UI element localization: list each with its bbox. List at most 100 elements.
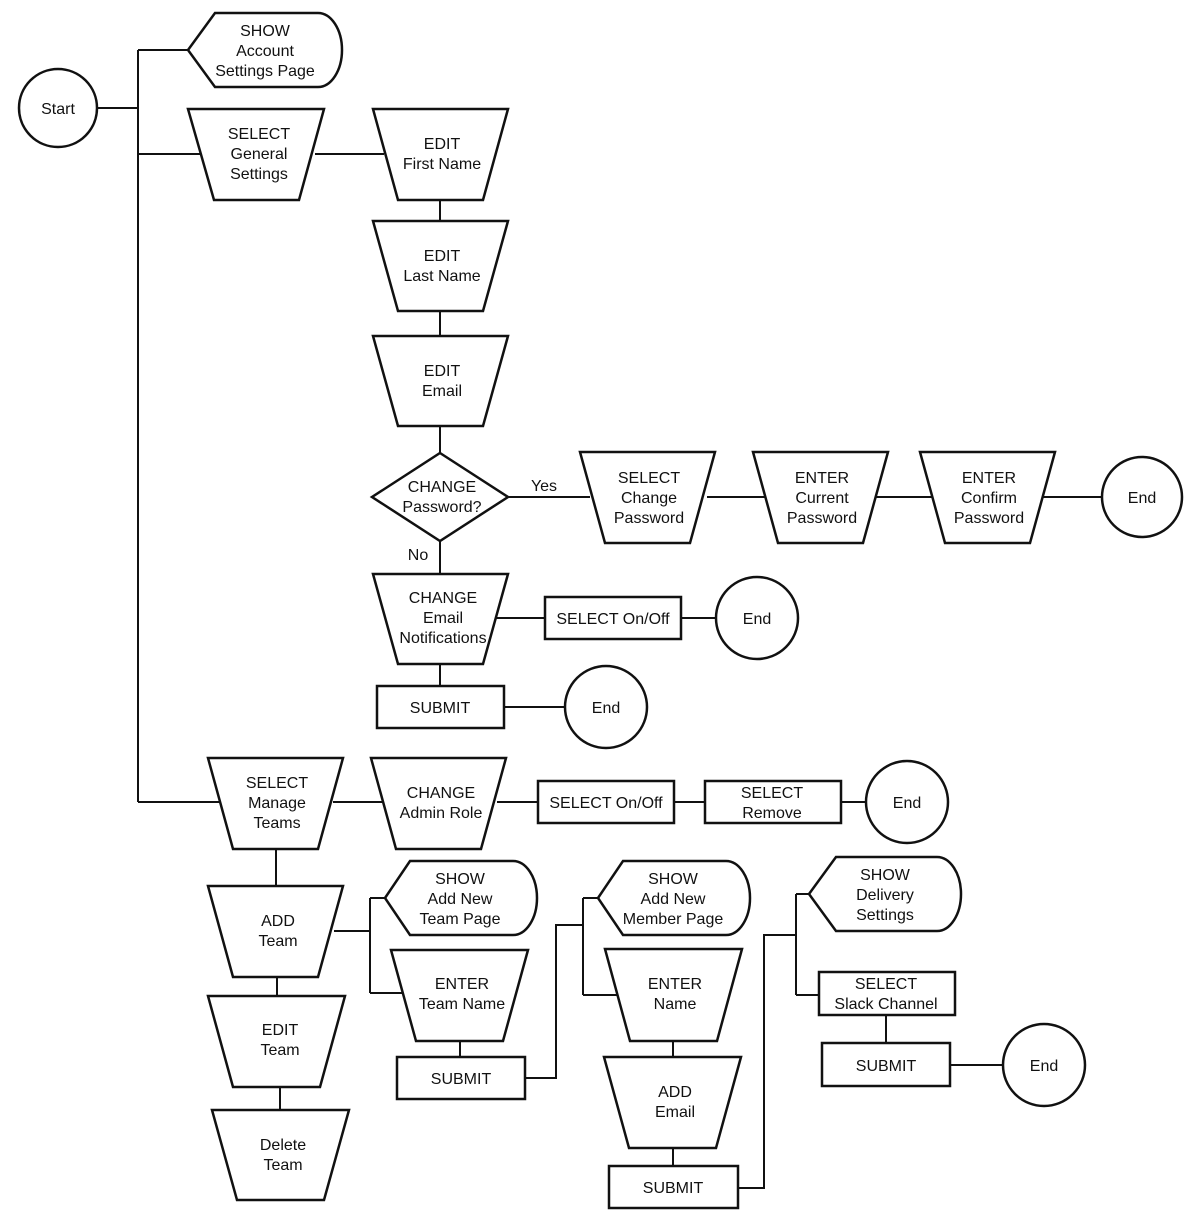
node-label-line: EDIT [424, 136, 461, 153]
end-terminal-admin [864, 759, 950, 845]
node-label-submit-delivery: SUBMIT [856, 1058, 917, 1075]
node-label-line: Email [422, 383, 462, 400]
node-label-line: Settings [856, 907, 914, 924]
node-label-line: SELECT [246, 775, 308, 792]
delete-team-shape [210, 1108, 351, 1202]
node-label-line: Notifications [399, 630, 486, 647]
node-label-line: General [231, 146, 288, 163]
end-terminal-delivery [1001, 1022, 1087, 1108]
node-label-end-admin: End [893, 795, 921, 812]
show-add-team-display [383, 859, 539, 937]
node-label-line: SELECT [855, 976, 917, 993]
node-label-line: Start [41, 101, 75, 118]
node-label-line: Last Name [403, 268, 480, 285]
node-label-line: End [1030, 1058, 1058, 1075]
change-admin-role-shape [369, 756, 508, 851]
node-label-line: SHOW [648, 871, 699, 888]
edit-last-name-shape [371, 219, 510, 313]
node-label-line: Team [263, 1157, 302, 1174]
node-label-line: Manage [248, 795, 306, 812]
select-manage-teams-shape [206, 756, 345, 851]
node-label-end-pw: End [1128, 490, 1156, 507]
node-label-line: Change [621, 490, 677, 507]
node-label-line: SELECT [741, 785, 803, 802]
node-label-line: Add New [641, 891, 706, 908]
connector-team-submit-to-member [525, 924, 583, 1079]
node-label-line: Current [795, 490, 849, 507]
node-label-line: Password? [402, 499, 481, 516]
node-label-line: SUBMIT [856, 1058, 917, 1075]
edit-email-shape [371, 334, 510, 428]
node-label-line: Account [236, 43, 294, 60]
node-label-line: Email [423, 610, 463, 627]
node-label-select-remove: SELECT Remove [741, 785, 803, 822]
node-label-line: Delivery [856, 887, 914, 904]
node-label-line: CHANGE [407, 785, 475, 802]
node-label-line: Teams [253, 815, 300, 832]
edge-label-yes: Yes [531, 478, 557, 495]
node-label-line: Confirm [961, 490, 1017, 507]
node-label-line: SUBMIT [431, 1071, 492, 1088]
node-label-line: SUBMIT [643, 1180, 704, 1197]
node-label-line: Team [258, 933, 297, 950]
node-label-line: Add New [428, 891, 493, 908]
node-label-line: Admin Role [400, 805, 483, 822]
submit-team-box [395, 1055, 527, 1101]
node-label-line: SHOW [435, 871, 486, 888]
node-label-line: Password [614, 510, 684, 527]
edit-team-shape [206, 994, 347, 1089]
submit-general-box [375, 684, 506, 730]
node-label-line: EDIT [424, 248, 461, 265]
node-label-line: Email [655, 1104, 695, 1121]
node-label-select-onoff-1: SELECT On/Off [556, 611, 670, 628]
node-label-line: ENTER [962, 470, 1016, 487]
select-change-password-shape [578, 450, 717, 545]
end-terminal-password [1100, 455, 1184, 539]
node-label-submit-team: SUBMIT [431, 1071, 492, 1088]
select-remove-box [703, 779, 843, 825]
node-label-end-general: End [592, 700, 620, 717]
node-label-submit-member: SUBMIT [643, 1180, 704, 1197]
node-label-line: SELECT On/Off [556, 611, 670, 628]
connectors [97, 49, 1102, 1189]
node-label-line: End [1128, 490, 1156, 507]
enter-current-password-shape [751, 450, 890, 545]
show-delivery-display [807, 855, 963, 933]
node-label-line: Remove [742, 805, 802, 822]
show-account-settings-display [186, 11, 344, 89]
node-label-line: Name [654, 996, 697, 1013]
select-slack-channel-box [817, 970, 957, 1017]
node-label-start: Start [41, 101, 75, 118]
node-label-end-notif: End [743, 611, 771, 628]
connector-delivery-branch [795, 893, 819, 996]
node-label-line: SUBMIT [410, 700, 471, 717]
node-label-end-delivery: End [1030, 1058, 1058, 1075]
node-label-line: Team [260, 1042, 299, 1059]
node-label-line: Settings Page [215, 63, 315, 80]
select-on-off-notifications-box [543, 595, 683, 641]
node-label-line: End [893, 795, 921, 812]
select-general-settings-shape [186, 107, 326, 202]
node-label-line: Member Page [623, 911, 724, 928]
node-label-line: Password [787, 510, 857, 527]
node-label-line: ENTER [435, 976, 489, 993]
end-terminal-general-submit [563, 664, 649, 750]
node-label-line: CHANGE [409, 590, 477, 607]
change-email-notifications-shape [371, 572, 510, 666]
node-label-line: SHOW [240, 23, 291, 40]
